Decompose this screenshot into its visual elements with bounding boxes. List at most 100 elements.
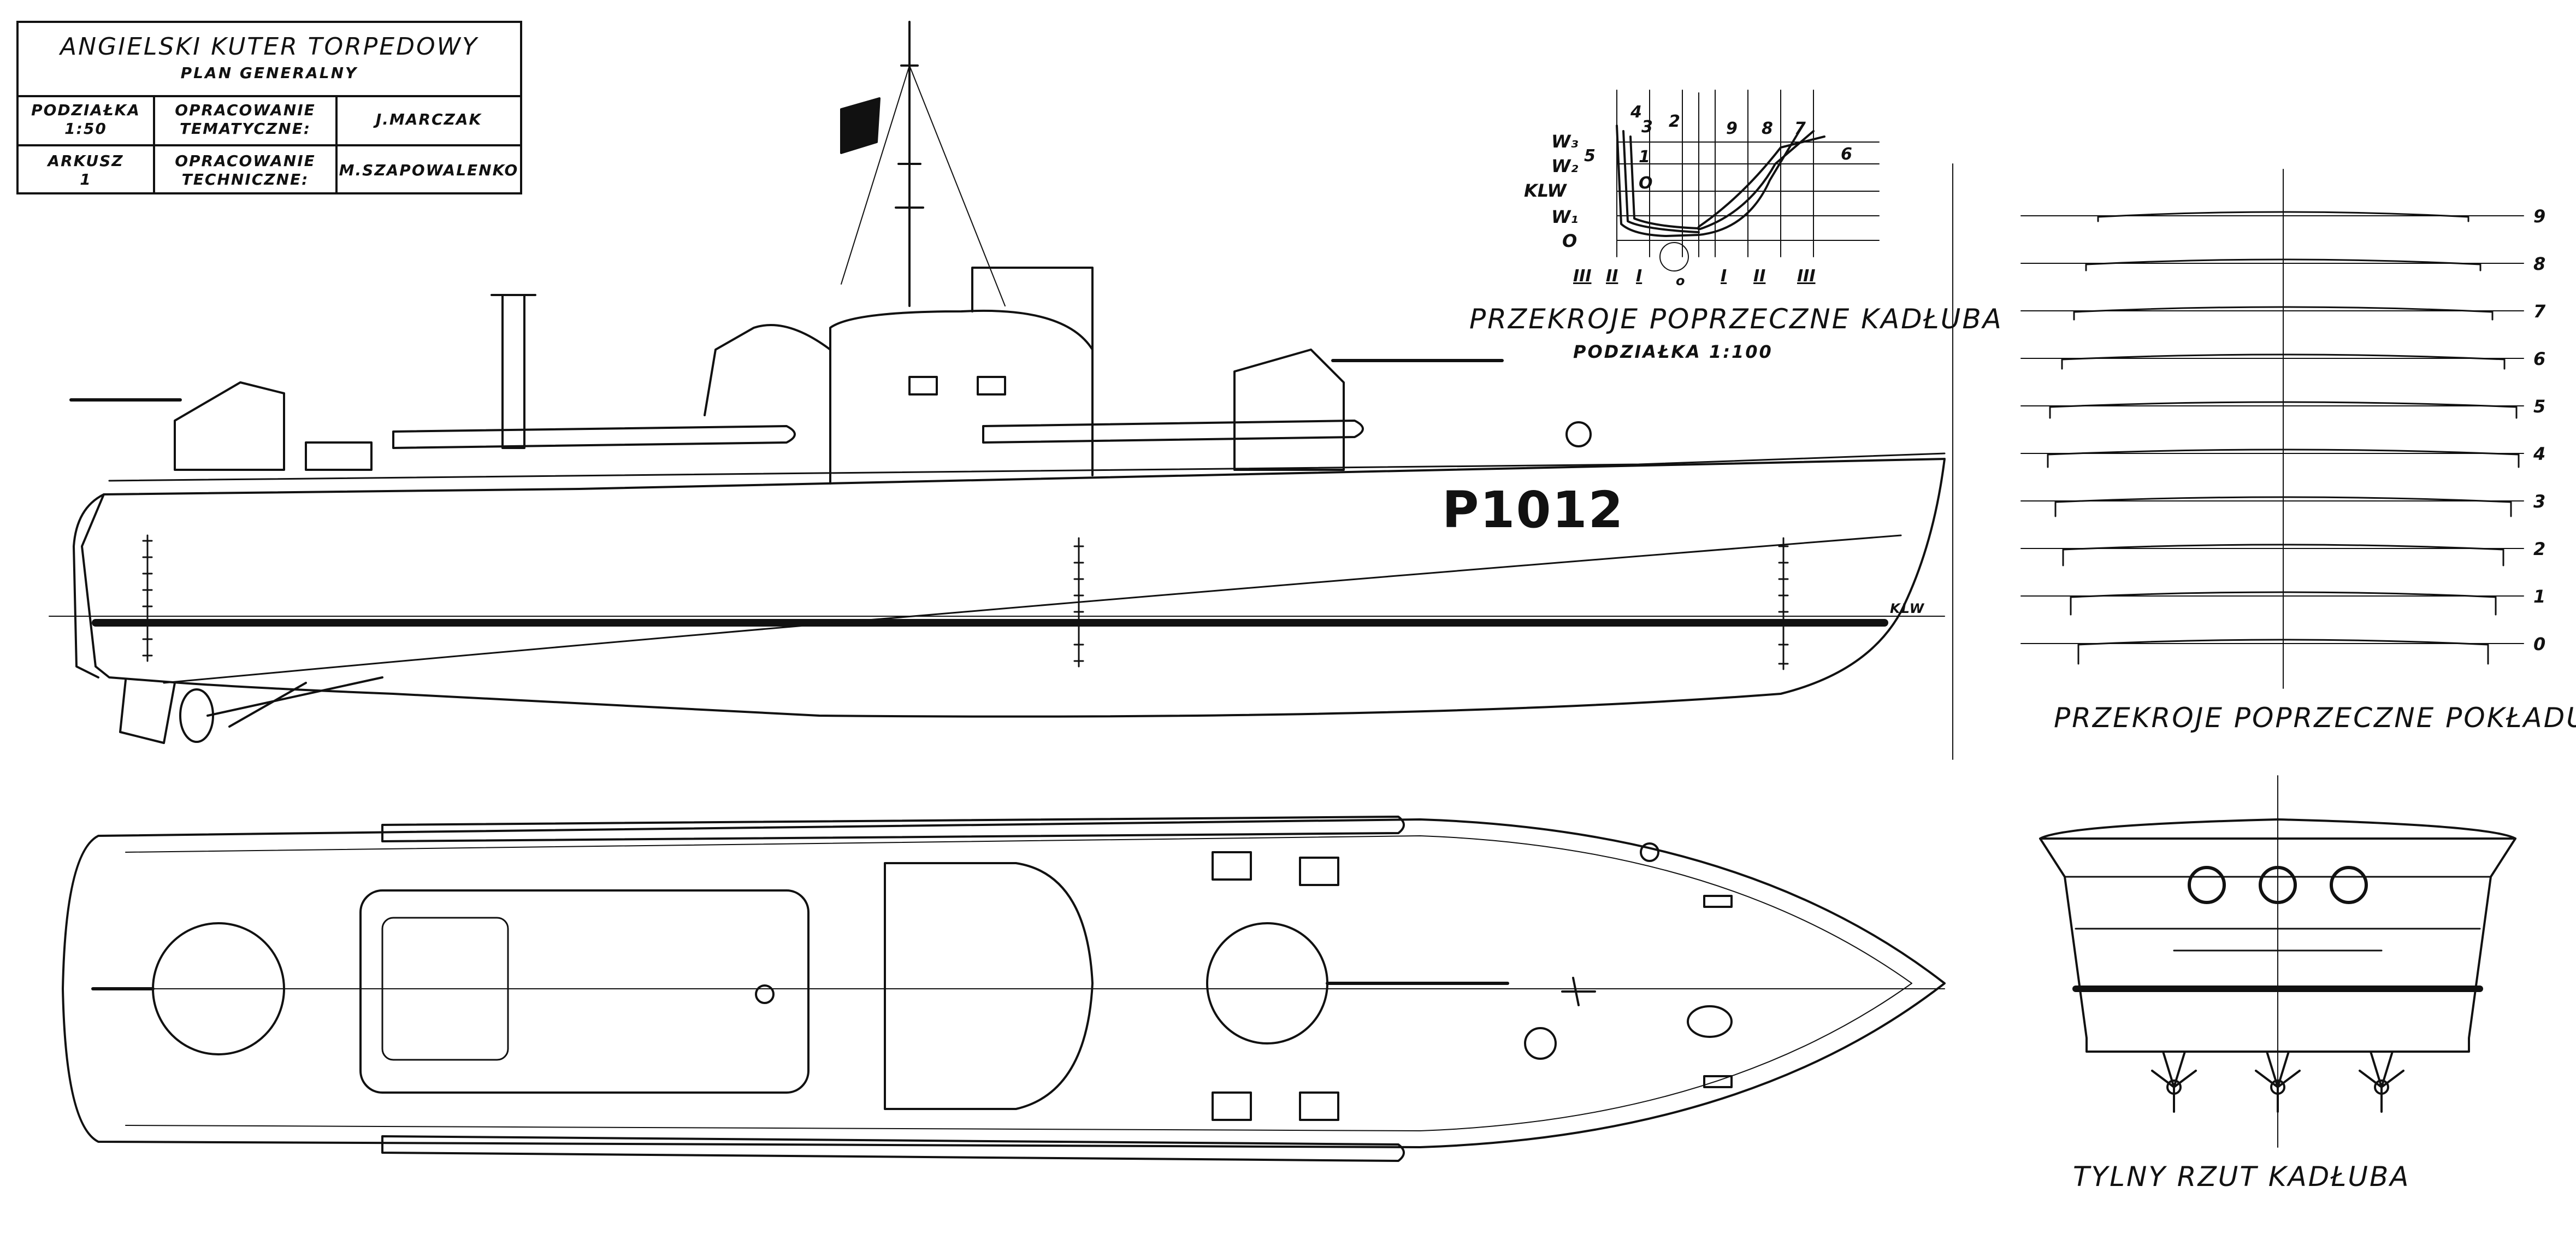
deck-section-curve — [2049, 401, 2518, 419]
plan-hatch-1 — [1212, 851, 1252, 881]
side-chine-curve — [163, 534, 1902, 684]
plan-bridge — [884, 862, 1094, 1110]
hull-station-zero: o — [1676, 273, 1685, 288]
deck-section-number: 2 — [2533, 539, 2546, 559]
hull-station-fwd-2: II — [1753, 267, 1766, 286]
hull-sections-grid — [1616, 90, 1880, 257]
side-draft-marks-mid — [1073, 537, 1084, 668]
hull-waterline-w1: W₁ — [1551, 206, 1579, 227]
plan-deck-edge-inner — [125, 835, 1912, 1131]
thematic-label-line2: TEMATYCZNE: — [179, 120, 311, 138]
side-capstan — [1565, 421, 1592, 447]
technical-label-line2: TECHNICZNE: — [181, 170, 309, 188]
plan-hatch-2 — [1299, 857, 1339, 886]
hull-station-aft-1: I — [1636, 267, 1643, 286]
stern-transom-outline — [2039, 837, 2516, 1053]
side-torpedo-tube-fwd — [982, 420, 1364, 444]
deck-section-curve — [2077, 639, 2489, 665]
deck-sections — [2020, 169, 2524, 689]
side-ensign-flag — [840, 97, 881, 154]
side-bridge-window-1 — [908, 376, 938, 396]
hull-sections-aft-curves — [1616, 125, 1700, 237]
plan-fitting-5 — [1703, 1075, 1733, 1088]
side-draft-marks-bow — [1778, 537, 1789, 670]
hull-section-num-4: 4 — [1630, 103, 1642, 122]
plan-fitting-2 — [1524, 1027, 1557, 1060]
side-hull-outline — [81, 458, 1946, 718]
hull-waterline-o: O — [1562, 231, 1577, 251]
plan-anchor — [1561, 977, 1596, 1006]
deck-section-number: 7 — [2533, 301, 2546, 322]
waterline-label-klw: KLW — [1890, 601, 1925, 616]
sheet-cell: ARKUSZ 1 — [19, 146, 155, 194]
hull-section-num-8: 8 — [1762, 119, 1773, 138]
technical-label-cell: OPRACOWANIE TECHNICZNE: — [155, 146, 338, 194]
deck-section-curve — [2047, 449, 2520, 468]
side-stern-transom — [73, 493, 105, 678]
plan-hatch-3 — [1212, 1091, 1252, 1121]
deck-section-curve — [2061, 353, 2506, 370]
title-block-header: ANGIELSKI KUTER TORPEDOWY PLAN GENERALNY — [19, 23, 520, 97]
side-ventilator — [491, 294, 536, 449]
hull-station-aft-2: II — [1606, 267, 1618, 286]
hull-section-num-2: 2 — [1669, 112, 1680, 131]
scale-label: PODZIAŁKA — [31, 101, 140, 119]
technical-author: M.SZAPOWALENKO — [339, 161, 519, 179]
side-bridge-window-2 — [977, 376, 1006, 396]
hull-number: P1012 — [1442, 481, 1624, 539]
stern-view — [2039, 775, 2516, 1148]
plan-fitting-3 — [755, 984, 775, 1004]
plan-engine-hatch — [359, 889, 810, 1094]
stern-porthole-1 — [2188, 866, 2226, 904]
plan-life-raft — [1687, 1005, 1733, 1038]
plan-hatch-4 — [1299, 1091, 1339, 1121]
hull-station-fwd-3: III — [1797, 267, 1816, 286]
deck-section-number: 0 — [2533, 634, 2546, 654]
thematic-author: J.MARCZAK — [375, 110, 482, 128]
hull-section-num-5: 5 — [1584, 146, 1596, 166]
plan-fwd-gun-ring — [1206, 922, 1328, 1045]
hull-station-fwd-1: I — [1721, 267, 1727, 286]
stern-propeller-3 — [2359, 1051, 2404, 1113]
scale-value: 1:50 — [64, 120, 107, 138]
deck-section-number: 1 — [2533, 586, 2546, 607]
deck-section-lines — [2020, 211, 2524, 665]
side-propeller — [179, 688, 214, 743]
thematic-label-line1: OPRACOWANIE — [175, 101, 316, 119]
stern-view-title: TYLNY RZUT KADŁUBA — [2073, 1161, 2410, 1193]
plan-torpedo-tube-port — [381, 816, 1405, 842]
sheet-value: 1 — [80, 170, 92, 188]
drawing-subtitle: PLAN GENERALNY — [180, 64, 358, 82]
side-deck-box-aft — [305, 441, 373, 471]
title-block: ANGIELSKI KUTER TORPEDOWY PLAN GENERALNY… — [16, 21, 522, 194]
technical-label-line1: OPRACOWANIE — [175, 152, 316, 170]
hull-section-num-7: 7 — [1794, 119, 1806, 138]
hull-section-num-6: 6 — [1841, 145, 1852, 164]
side-sheer-line — [108, 452, 1946, 482]
plan-fitting-4 — [1703, 895, 1733, 908]
side-torpedo-tube-aft — [392, 425, 796, 449]
hull-sections-title: PRZEKROJE POPRZECZNE KADŁUBA — [1469, 303, 2003, 335]
deck-section-number: 8 — [2533, 253, 2546, 274]
hull-station-aft-3: III — [1573, 267, 1592, 286]
side-mast-rigging — [841, 65, 1006, 306]
drawing-title: ANGIELSKI KUTER TORPEDOWY — [60, 33, 478, 61]
thematic-author-cell: J.MARCZAK — [338, 95, 520, 146]
sheet-label: ARKUSZ — [48, 152, 124, 170]
hull-section-num-9: 9 — [1726, 119, 1738, 138]
side-bridge-wing — [704, 324, 831, 416]
side-fwd-gun-mount — [1233, 349, 1345, 471]
scale-cell: PODZIAŁKA 1:50 — [19, 95, 155, 146]
hull-sections-scale: PODZIAŁKA 1:100 — [1573, 341, 1773, 362]
hull-waterline-w2: W₂ — [1551, 156, 1579, 176]
plan-view — [62, 816, 1946, 1162]
deck-section-number: 9 — [2533, 206, 2546, 227]
stern-propeller-1 — [2151, 1051, 2197, 1113]
stern-propeller-2 — [2255, 1051, 2301, 1113]
hull-waterline-klw: KLW — [1524, 180, 1567, 201]
side-shaft-bracket — [206, 676, 383, 728]
deck-section-number: 6 — [2533, 349, 2546, 369]
side-mast — [895, 21, 924, 307]
deck-section-number: 3 — [2533, 491, 2546, 512]
